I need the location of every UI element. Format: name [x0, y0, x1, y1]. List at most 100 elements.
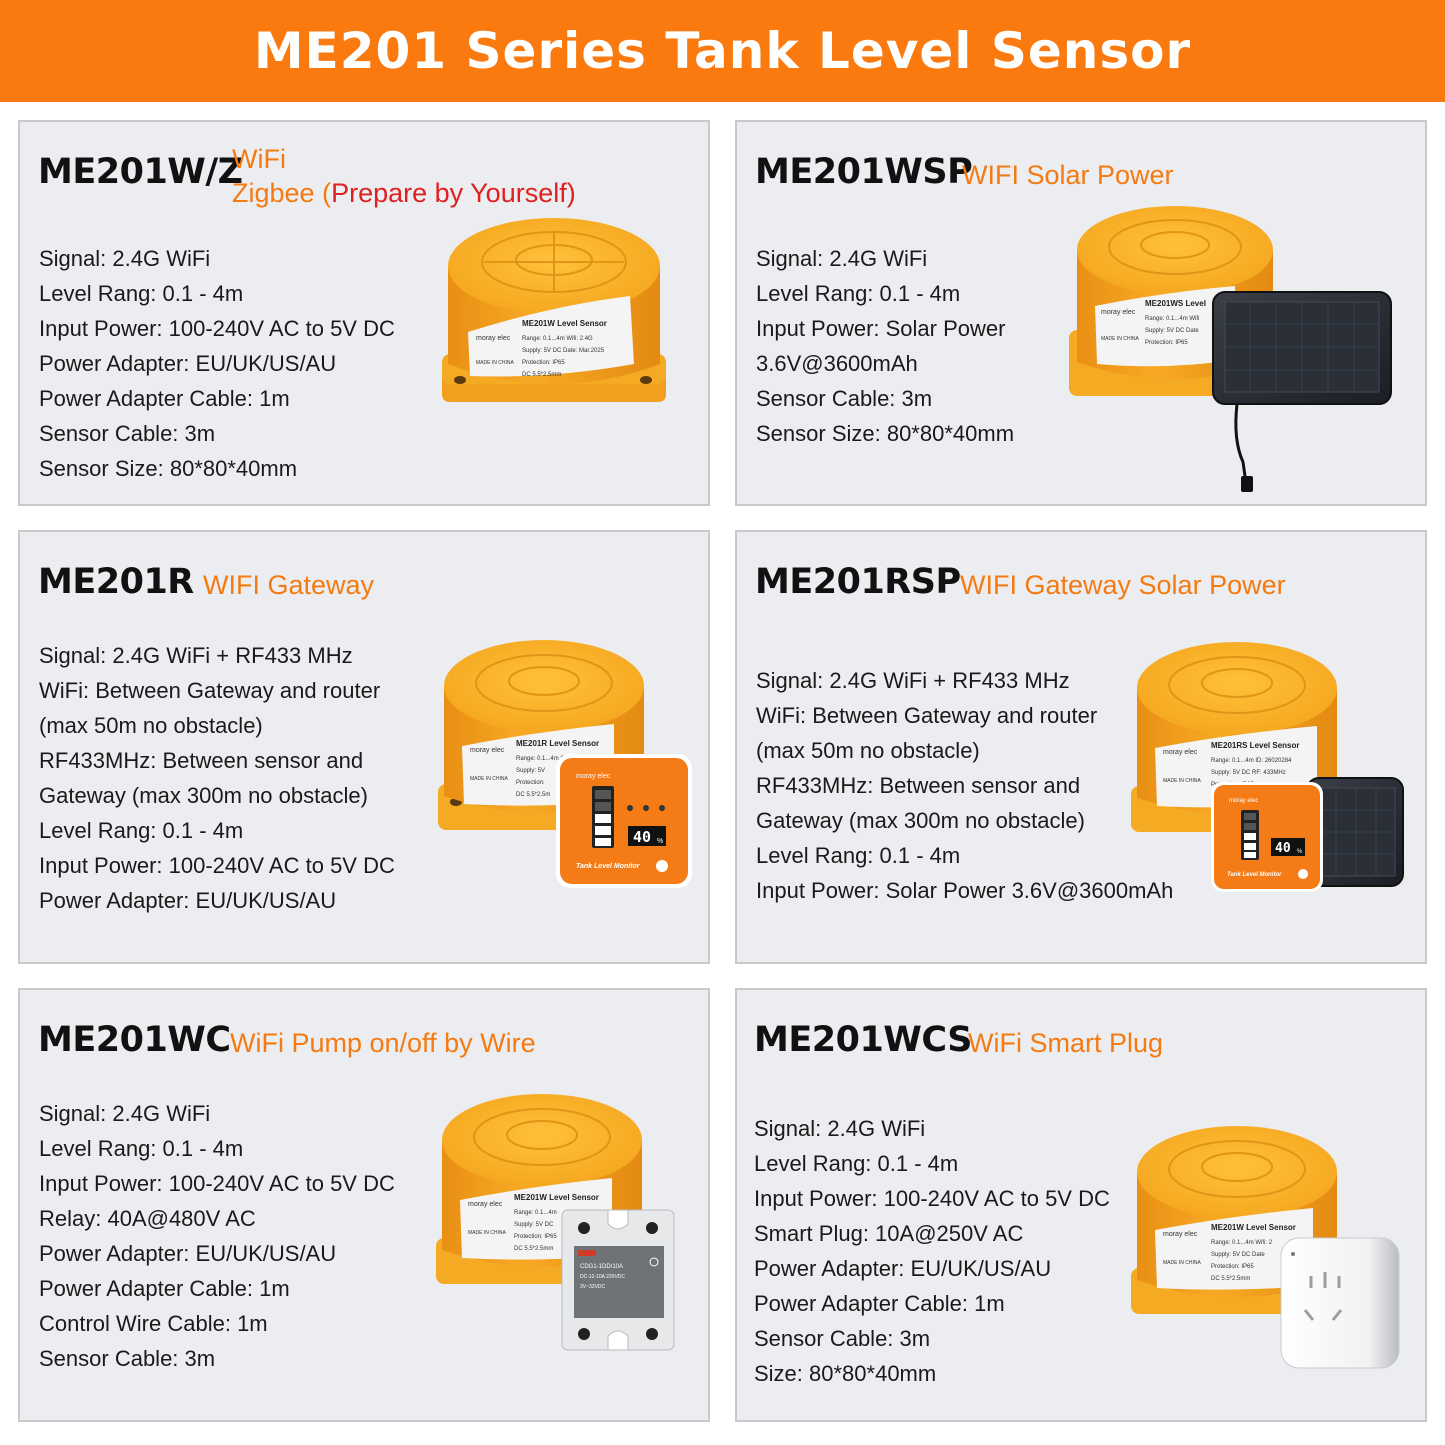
- tagline: WiFi Pump on/off by Wire: [230, 1028, 536, 1058]
- spec-item: Sensor Cable: 3m: [754, 1326, 931, 1351]
- svg-text:MADE IN CHINA: MADE IN CHINA: [470, 776, 508, 782]
- spec-item: Control Wire Cable: 1m: [39, 1311, 268, 1336]
- svg-text:ME201W Level Sensor: ME201W Level Sensor: [1211, 1223, 1296, 1232]
- svg-text:DC 5.5*2.5mm: DC 5.5*2.5mm: [1211, 1276, 1250, 1282]
- spec-item: Size: 80*80*40mm: [754, 1361, 937, 1386]
- solar-panel-icon: moray elec ME201WS Level Range: 0.1...4m…: [1069, 206, 1392, 492]
- svg-text:ME201RS Level Sensor: ME201RS Level Sensor: [1211, 741, 1299, 750]
- svg-text:Protection: IP65: Protection: IP65: [522, 360, 565, 366]
- model-name: ME201WCS: [754, 1020, 972, 1060]
- svg-text:ME201W Level Sensor: ME201W Level Sensor: [514, 1193, 599, 1202]
- spec-list: Signal: 2.4G WiFi Level Rang: 0.1 - 4m I…: [39, 1096, 395, 1376]
- svg-text:DC 5.5*2.5m: DC 5.5*2.5m: [516, 792, 550, 798]
- svg-text:MADE IN CHINA: MADE IN CHINA: [1101, 336, 1139, 342]
- spec-item: Sensor Size: 80*80*40mm: [39, 456, 298, 481]
- spec-item: Signal: 2.4G WiFi: [754, 1116, 926, 1141]
- spec-item: Gateway (max 300m no obstacle): [756, 808, 1085, 833]
- monitor-reading: 40: [633, 828, 651, 846]
- page-title: ME201 Series Tank Level Sensor: [253, 22, 1192, 80]
- svg-text:DC-12-10A 220VDC: DC-12-10A 220VDC: [580, 1274, 625, 1280]
- svg-text:moray elec: moray elec: [1229, 798, 1258, 804]
- model-name: ME201W/Z: [38, 152, 243, 192]
- spec-item: Input Power: 100-240V AC to 5V DC: [754, 1186, 1110, 1211]
- svg-text:Supply: 5V DC Date: Supply: 5V DC Date: [1145, 328, 1199, 334]
- spec-list: Signal: 2.4G WiFi + RF433 MHz WiFi: Betw…: [39, 638, 395, 918]
- model-name: ME201WSP: [755, 152, 973, 192]
- spec-item: Power Adapter: EU/UK/US/AU: [39, 888, 337, 913]
- spec-item: (max 50m no obstacle): [39, 713, 263, 738]
- spec-item: Power Adapter: EU/UK/US/AU: [39, 1241, 337, 1266]
- svg-text:%: %: [1297, 849, 1303, 855]
- label-title: ME201W Level Sensor: [522, 319, 607, 328]
- spec-item: Gateway (max 300m no obstacle): [39, 783, 368, 808]
- model-name: ME201RSP: [755, 562, 961, 602]
- product-card-me201rsp: ME201RSP WIFI Gateway Solar Power Signal…: [735, 530, 1427, 964]
- svg-text:Range: 0.1...4m: Range: 0.1...4m: [514, 1210, 557, 1216]
- product-card-me201wcs: ME201WCS WiFi Smart Plug Signal: 2.4G Wi…: [735, 988, 1427, 1422]
- product-card-me201wc: ME201WC WiFi Pump on/off by Wire Signal:…: [18, 988, 710, 1422]
- svg-text:MADE IN CHINA: MADE IN CHINA: [1163, 778, 1201, 784]
- spec-item: WiFi: Between Gateway and router: [39, 678, 381, 703]
- svg-text:moray elec: moray elec: [468, 1201, 503, 1208]
- spec-item: Input Power: Solar Power: [756, 316, 1006, 341]
- relay-icon: moray elec ME201W Level Sensor Range: 0.…: [436, 1094, 675, 1351]
- svg-text:DC 5.5*2.5mm: DC 5.5*2.5mm: [522, 372, 561, 378]
- product-card-me201wsp: ME201WSP WIFI Solar Power Signal: 2.4G W…: [735, 120, 1427, 506]
- spec-item: Power Adapter: EU/UK/US/AU: [39, 351, 337, 376]
- spec-item: Input Power: 100-240V AC to 5V DC: [39, 316, 395, 341]
- spec-item: Level Rang: 0.1 - 4m: [756, 281, 961, 306]
- spec-item: Relay: 40A@480V AC: [39, 1206, 256, 1231]
- spec-item: Power Adapter Cable: 1m: [39, 1276, 290, 1301]
- svg-text:Range: 0.1...4m Wifi: 2: Range: 0.1...4m Wifi: 2: [1211, 1240, 1273, 1246]
- spec-item: Level Rang: 0.1 - 4m: [756, 843, 961, 868]
- tagline: WIFI Gateway: [203, 570, 375, 600]
- spec-item: Power Adapter Cable: 1m: [39, 386, 290, 411]
- svg-text:Tank Level Monitor: Tank Level Monitor: [576, 863, 641, 870]
- gateway-solar-icon: moray elec ME201RS Level Sensor Range: 0…: [1131, 642, 1404, 892]
- tagline: WIFI Gateway Solar Power: [960, 570, 1286, 600]
- svg-text:Range: 0.1...4m Wifi: 2.4G: Range: 0.1...4m Wifi: 2.4G: [522, 336, 593, 342]
- spec-item: Signal: 2.4G WiFi: [39, 246, 211, 271]
- spec-item: Input Power: 100-240V AC to 5V DC: [39, 1171, 395, 1196]
- spec-item: (max 50m no obstacle): [756, 738, 980, 763]
- sensor-icon: moray elec ME201W Level Sensor Range: 0.…: [442, 218, 666, 402]
- spec-item: Signal: 2.4G WiFi: [756, 246, 928, 271]
- svg-text:MADE IN CHINA: MADE IN CHINA: [1163, 1260, 1201, 1266]
- svg-text:MADE IN CHINA: MADE IN CHINA: [476, 360, 514, 366]
- svg-text:ME201WS Level: ME201WS Level: [1145, 299, 1206, 308]
- model-name: ME201WC: [38, 1020, 231, 1060]
- spec-list: Signal: 2.4G WiFi + RF433 MHz WiFi: Betw…: [756, 663, 1173, 908]
- spec-item: RF433MHz: Between sensor and: [756, 773, 1081, 798]
- spec-item: Level Rang: 0.1 - 4m: [39, 1136, 244, 1161]
- spec-item: 3.6V@3600mAh: [756, 351, 918, 376]
- spec-item: Sensor Cable: 3m: [756, 386, 933, 411]
- svg-text:moray elec: moray elec: [576, 773, 611, 780]
- spec-item: RF433MHz: Between sensor and: [39, 748, 364, 773]
- svg-text:Range: 0.1...4m ID: 26020284: Range: 0.1...4m ID: 26020284: [516, 756, 597, 762]
- svg-text:Protection: IP65: Protection: IP65: [1211, 1264, 1254, 1270]
- model-name: ME201R: [38, 562, 194, 602]
- svg-text:Supply: 5V DC RF: 433MHz: Supply: 5V DC RF: 433MHz: [1211, 770, 1286, 776]
- spec-list: Signal: 2.4G WiFi Level Rang: 0.1 - 4m I…: [39, 241, 395, 486]
- svg-text:ME201R Level Sensor: ME201R Level Sensor: [516, 739, 599, 748]
- product-card-me201r: ME201R WIFI Gateway Signal: 2.4G WiFi + …: [18, 530, 710, 964]
- smart-plug-icon: moray elec ME201W Level Sensor Range: 0.…: [1131, 1126, 1400, 1369]
- spec-item: Sensor Cable: 3m: [39, 421, 216, 446]
- spec-item: Sensor Size: 80*80*40mm: [756, 421, 1015, 446]
- svg-text:CDG1-1DD/10A: CDG1-1DD/10A: [580, 1264, 623, 1270]
- spec-item: Input Power: Solar Power 3.6V@3600mAh: [756, 878, 1174, 903]
- spec-item: Signal: 2.4G WiFi: [39, 1101, 211, 1126]
- svg-text:Tank Level Monitor: Tank Level Monitor: [1227, 872, 1282, 878]
- spec-list: Signal: 2.4G WiFi Level Rang: 0.1 - 4m I…: [756, 241, 1014, 451]
- spec-item: Smart Plug: 10A@250V AC: [754, 1221, 1024, 1246]
- svg-text:Supply: 5V DC Date: Mar.2025: Supply: 5V DC Date: Mar.2025: [522, 348, 605, 354]
- spec-item: Input Power: 100-240V AC to 5V DC: [39, 853, 395, 878]
- svg-text:Range: 0.1...4m ID: 26020284: Range: 0.1...4m ID: 26020284: [1211, 758, 1292, 764]
- svg-text:Protection:: Protection:: [516, 780, 545, 786]
- spec-item: Power Adapter: EU/UK/US/AU: [754, 1256, 1052, 1281]
- svg-text:Supply: 5V: Supply: 5V: [516, 768, 545, 774]
- svg-text:DC 5.5*2.5mm: DC 5.5*2.5mm: [514, 1246, 553, 1252]
- svg-text:Supply: 5V DC Date: Supply: 5V DC Date: [1211, 1252, 1265, 1258]
- svg-text:moray elec: moray elec: [1163, 1231, 1198, 1238]
- spec-item: Level Rang: 0.1 - 4m: [39, 818, 244, 843]
